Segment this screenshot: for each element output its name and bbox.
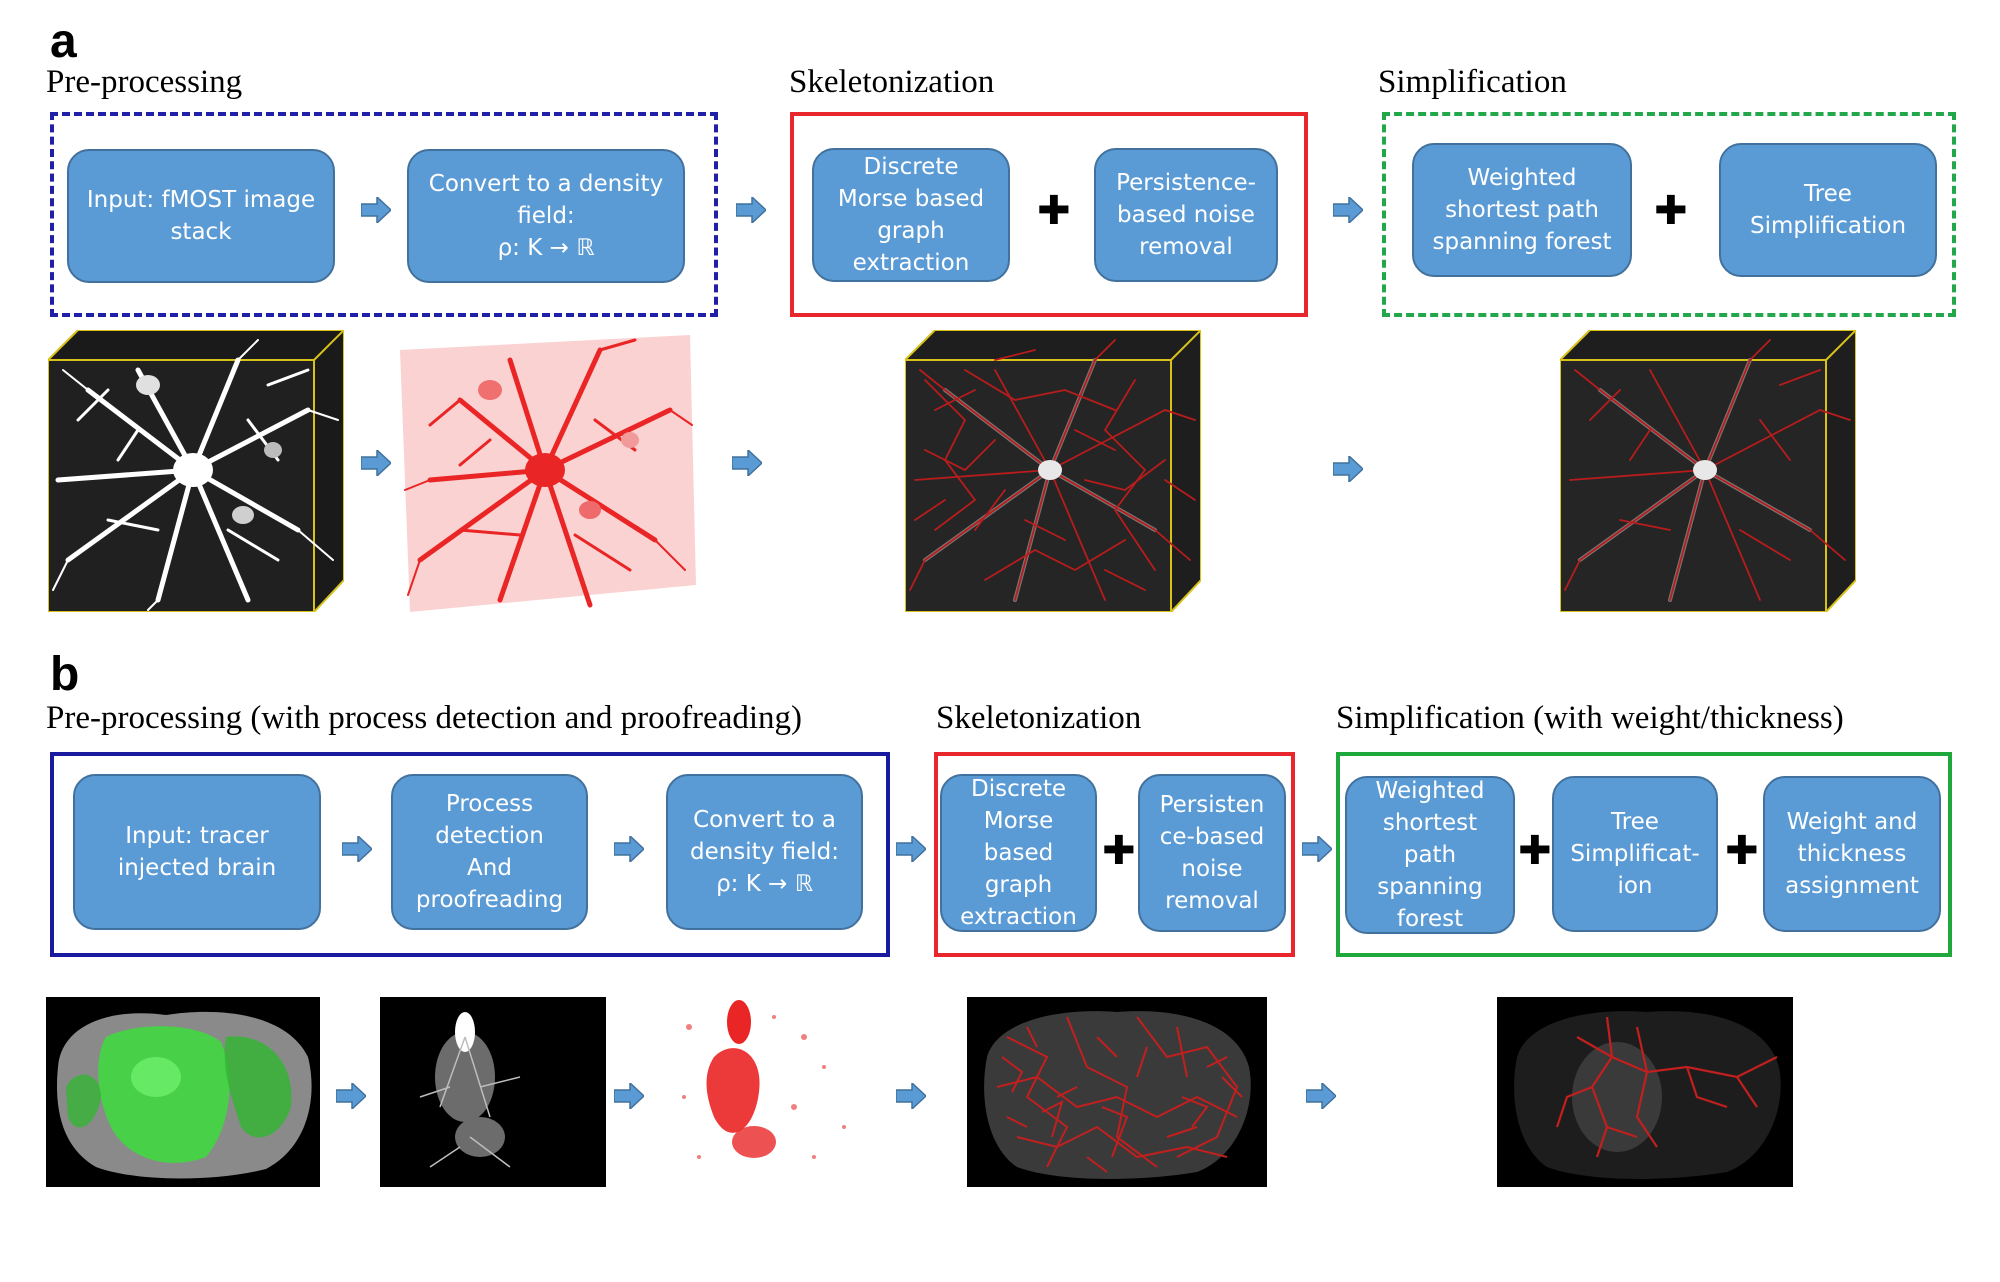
box-density-field-a: Convert to a density field: ρ: K → ℝ xyxy=(407,149,685,283)
process-detection-image xyxy=(380,997,606,1187)
box-weighted-a: Weighted shortest path spanning forest xyxy=(1412,143,1632,277)
stage-title-preprocessing-a: Pre-processing xyxy=(46,64,243,100)
stage-title-simplification-a: Simplification xyxy=(1378,64,1567,100)
arrow-icon xyxy=(361,197,391,223)
simplified-tree-image xyxy=(1560,330,1856,612)
density-field-image xyxy=(400,335,696,612)
stage-title-simplification-b: Simplification (with weight/thickness) xyxy=(1336,700,1844,736)
arrow-icon xyxy=(1302,836,1332,862)
box-morse-a: Discrete Morse based graph extraction xyxy=(812,148,1010,282)
box-input-fmost: Input: fMOST image stack xyxy=(67,149,335,283)
stage-title-preprocessing-b: Pre-processing (with process detection a… xyxy=(46,700,803,736)
box-process-detection: Process detection And proofreading xyxy=(391,774,588,930)
simplification-group-a xyxy=(1382,112,1956,317)
box-weight-thickness: Weight and thickness assignment xyxy=(1763,776,1941,932)
box-tree-a: Tree Simplification xyxy=(1719,143,1937,277)
arrow-icon xyxy=(336,1083,366,1109)
panel-b-letter: b xyxy=(50,648,80,701)
box-persistence-a: Persistence- based noise removal xyxy=(1094,148,1278,282)
plus-icon: ✚ xyxy=(1654,188,1688,234)
simplified-brain-image xyxy=(1497,997,1793,1187)
preprocessing-group-b xyxy=(50,752,890,957)
arrow-icon xyxy=(1333,197,1363,223)
box-input-tracer: Input: tracer injected brain xyxy=(73,774,321,930)
morse-skeleton-image xyxy=(905,330,1201,612)
panel-a-letter: a xyxy=(50,15,77,68)
box-weighted-b: Weighted shortest path spanning forest xyxy=(1345,776,1515,934)
morse-graph-brain-image xyxy=(967,997,1267,1187)
arrow-icon xyxy=(896,836,926,862)
tracer-brain-image xyxy=(46,997,320,1187)
box-morse-b: Discrete Morse based graph extraction xyxy=(940,774,1097,932)
skeletonization-group-a xyxy=(790,112,1308,317)
arrow-icon xyxy=(342,836,372,862)
arrow-icon xyxy=(732,450,762,476)
plus-icon: ✚ xyxy=(1102,828,1136,874)
box-tree-b: Tree Simplificat- ion xyxy=(1552,776,1718,932)
arrow-icon xyxy=(1306,1083,1336,1109)
stage-title-skeletonization-a: Skeletonization xyxy=(789,64,995,100)
density-field-red-image xyxy=(654,997,884,1187)
plus-icon: ✚ xyxy=(1518,828,1552,874)
plus-icon: ✚ xyxy=(1725,828,1759,874)
box-persistence-b: Persisten ce-based noise removal xyxy=(1138,774,1286,932)
arrow-icon xyxy=(736,197,766,223)
arrow-icon xyxy=(614,836,644,862)
arrow-icon xyxy=(614,1083,644,1109)
simplification-group-b xyxy=(1336,752,1952,957)
preprocessing-group-a xyxy=(50,112,718,317)
skeletonization-group-b xyxy=(934,752,1295,957)
arrow-icon xyxy=(1333,456,1363,482)
arrow-icon xyxy=(361,450,391,476)
plus-icon: ✚ xyxy=(1037,188,1071,234)
arrow-icon xyxy=(896,1083,926,1109)
box-density-field-b: Convert to a density field: ρ: K → ℝ xyxy=(666,774,863,930)
fmost-neuron-image xyxy=(48,330,344,612)
stage-title-skeletonization-b: Skeletonization xyxy=(936,700,1142,736)
